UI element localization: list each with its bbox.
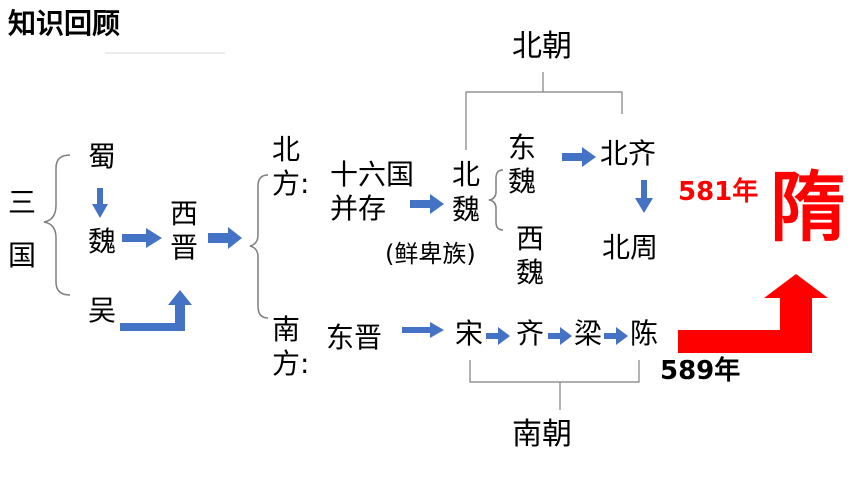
label-nanchao: 南朝 xyxy=(512,417,572,452)
north-south-brace xyxy=(249,174,269,319)
node-beizhou: 北周 xyxy=(602,231,659,264)
arrow-liang-to-chen xyxy=(604,327,628,345)
label-beichao: 北朝 xyxy=(512,29,572,64)
node-song: 宋 xyxy=(455,317,484,350)
node-chen: 陈 xyxy=(630,317,659,350)
node-beiwei: 北魏 xyxy=(452,158,481,226)
node-shiliuguo: 十六国并存 xyxy=(330,158,415,225)
arrow-wu-to-xijin xyxy=(120,290,192,331)
arrow-xijin-to-split xyxy=(208,227,242,249)
node-shu: 蜀 xyxy=(88,140,117,173)
node-beiqi: 北齐 xyxy=(600,137,657,170)
nanchao-bracket xyxy=(469,360,640,410)
arrow-shu-to-wei xyxy=(92,188,108,218)
node-xijin: 西晋 xyxy=(170,197,199,264)
page-title: 知识回顾 xyxy=(8,7,121,40)
arrow-dongjin-to-song xyxy=(402,322,444,338)
arrow-wei-to-xijin xyxy=(122,228,162,248)
node-qi: 齐 xyxy=(516,317,545,350)
arrow-dongwei-to-beiqi xyxy=(562,147,596,167)
node-xiwei: 西魏 xyxy=(516,222,545,289)
wei-split-brace xyxy=(487,169,504,231)
year-589: 589年 xyxy=(660,356,741,386)
node-wei: 魏 xyxy=(88,225,117,258)
arrow-beiqi-to-beizhou xyxy=(635,180,653,213)
year-581: 581年 xyxy=(678,177,759,207)
node-dongjin: 东晋 xyxy=(326,321,383,354)
sanguo-brace xyxy=(43,154,71,296)
beichao-bracket xyxy=(465,72,623,150)
arrow-shiliuguo-to-beiwei xyxy=(410,194,444,214)
label-sanguo: 三国 xyxy=(8,186,37,273)
node-dongwei: 东魏 xyxy=(508,131,537,198)
label-south-side: 南方: xyxy=(272,313,310,380)
node-sui: 隋 xyxy=(770,163,846,252)
arrow-qi-to-liang xyxy=(548,327,572,345)
node-wu: 吴 xyxy=(88,294,117,327)
note-xianbei: (鲜卑族) xyxy=(385,240,476,268)
arrow-chen-to-sui xyxy=(678,274,828,353)
node-liang: 梁 xyxy=(574,317,603,350)
label-north-side: 北方: xyxy=(272,133,310,200)
arrow-song-to-qi xyxy=(486,327,510,345)
